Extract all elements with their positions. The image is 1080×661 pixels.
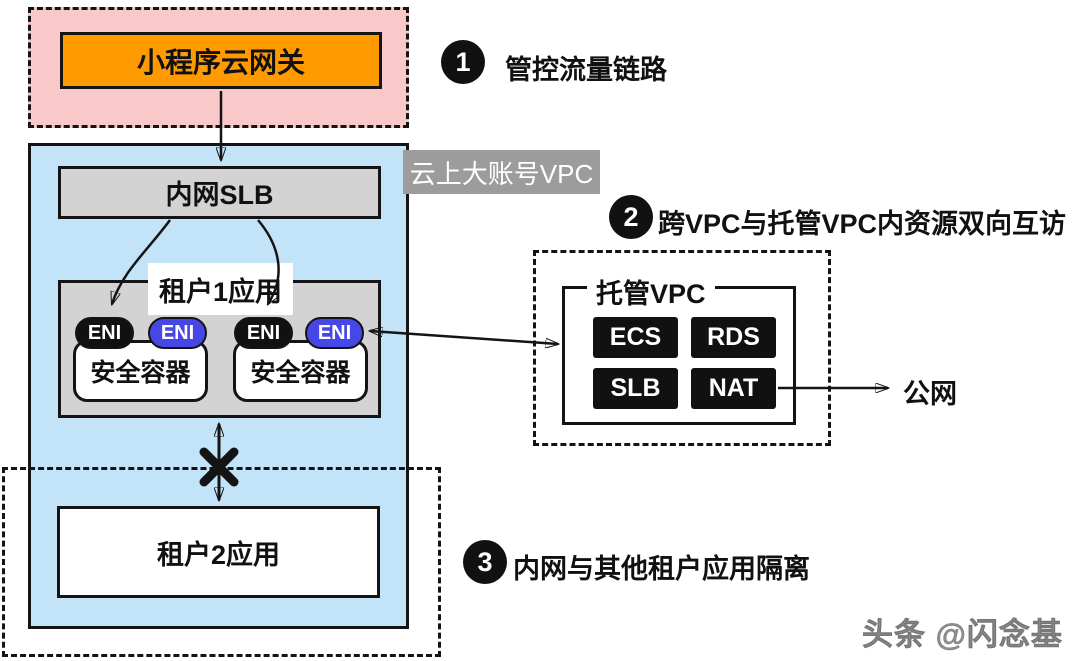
tenant1-app-label: 租户1应用	[148, 263, 293, 315]
mini-program-gateway-box: 小程序云网关	[60, 32, 382, 89]
service-nat: NAT	[691, 368, 776, 409]
service-rds: RDS	[691, 317, 776, 358]
step-1-badge: 1	[441, 40, 485, 84]
service-slb: SLB	[593, 368, 678, 409]
tenant2-app-box: 租户2应用	[57, 506, 380, 598]
secure-container-1-label: 安全容器	[90, 359, 191, 387]
hosted-vpc-title: 托管VPC	[587, 272, 715, 311]
public-net-label: 公网	[903, 379, 957, 409]
step-3-text: 内网与其他租户应用隔离	[513, 554, 810, 584]
eni-badge-c2-blue: ENI	[305, 317, 364, 349]
step-2-badge: 2	[609, 195, 653, 239]
step-2-text: 跨VPC与托管VPC内资源双向互访	[658, 209, 1067, 239]
secure-container-2-label: 安全容器	[250, 359, 351, 387]
watermark-text: 头条 @闪念基因	[862, 617, 1063, 653]
service-ecs: ECS	[593, 317, 678, 358]
secure-container-2: 安全容器	[233, 340, 368, 402]
intranet-slb-box: 内网SLB	[58, 166, 381, 219]
secure-container-1: 安全容器	[73, 340, 208, 402]
big-account-vpc-tag: 云上大账号VPC	[403, 150, 600, 194]
gateway-label: 小程序云网关	[136, 46, 305, 78]
step-3-badge: 3	[463, 540, 507, 584]
step-1-text: 管控流量链路	[505, 55, 667, 85]
eni-badge-c1-black: ENI	[75, 317, 134, 349]
eni-badge-c1-blue: ENI	[148, 317, 207, 349]
eni-badge-c2-black: ENI	[234, 317, 293, 349]
